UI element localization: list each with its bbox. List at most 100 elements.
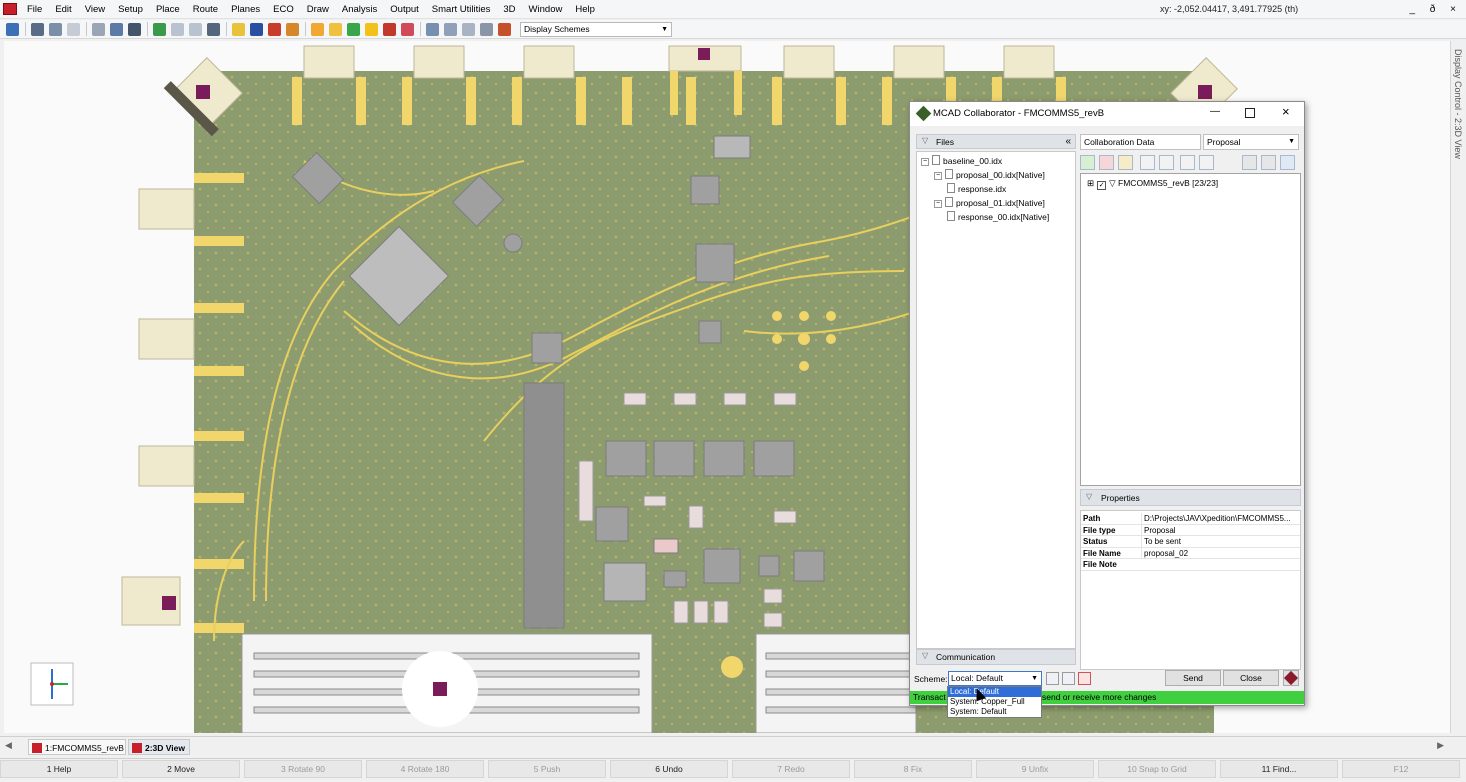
fkey-button[interactable]: 8 Fix [854,760,972,778]
zoom-icon[interactable] [426,23,439,36]
group-icon[interactable] [311,23,324,36]
communication-panel-header[interactable]: ▽ Communication [916,649,1076,665]
file-tree-item[interactable]: −baseline_00.idx [921,155,1002,168]
search-icon[interactable] [1046,672,1059,685]
menu-route[interactable]: Route [187,0,225,19]
menu-draw[interactable]: Draw [301,0,336,19]
maximize-button[interactable] [1245,108,1255,118]
properties-icon[interactable] [480,23,493,36]
property-row[interactable]: PathD:\Projects\JAV\Xpedition\FMCOMMS5..… [1081,513,1300,525]
no-route-icon[interactable] [268,23,281,36]
fkey-button[interactable]: 3 Rotate 90 [244,760,362,778]
menu-output[interactable]: Output [384,0,426,19]
menu-file[interactable]: File [21,0,49,19]
files-panel-header[interactable]: ▽ Files « [916,134,1076,149]
modify-icon[interactable] [1118,155,1133,170]
save-icon[interactable] [6,23,19,36]
menu-3d[interactable]: 3D [497,0,522,19]
filter-icon[interactable] [1261,155,1276,170]
file-tree-item[interactable]: response_00.idx[Native] [947,211,1049,224]
property-row[interactable]: StatusTo be sent [1081,536,1300,548]
collaboration-data-select[interactable]: Collaboration Data [1080,134,1201,150]
route-icon[interactable] [110,23,123,36]
save-scheme-icon[interactable] [1062,672,1075,685]
redo-icon[interactable] [67,23,80,36]
tab-3d-view[interactable]: 2:3D View [128,739,190,755]
checkbox[interactable]: ✓ [1097,181,1106,190]
highlight-icon[interactable] [1159,155,1174,170]
refresh-icon[interactable] [1280,155,1295,170]
menu-setup[interactable]: Setup [112,0,150,19]
fkey-button[interactable]: 7 Redo [732,760,850,778]
property-row[interactable]: File Note [1081,559,1300,571]
menu-edit[interactable]: Edit [49,0,78,19]
add-icon[interactable] [1080,155,1095,170]
tree-collapse-icon[interactable] [1199,155,1214,170]
tree-expand-icon[interactable] [1180,155,1195,170]
fkey-button[interactable]: 4 Rotate 180 [366,760,484,778]
menu-smart-utilities[interactable]: Smart Utilities [426,0,498,19]
scheme-option[interactable]: System: Copper_Full [948,697,1041,707]
scheme-option[interactable]: System: Default [948,707,1041,717]
print-icon[interactable] [444,23,457,36]
minimize-button[interactable]: — [1210,106,1220,117]
select-icon[interactable] [232,23,245,36]
delete-icon[interactable] [1099,155,1114,170]
file-tree-item[interactable]: −proposal_01.idx[Native] [934,197,1045,210]
menu-help[interactable]: Help [569,0,602,19]
menu-window[interactable]: Window [523,0,570,19]
property-row[interactable]: File typeProposal [1081,525,1300,537]
menu-planes[interactable]: Planes [225,0,267,19]
sketch-icon[interactable] [329,23,342,36]
rule-icon[interactable] [383,23,396,36]
property-row[interactable]: File Nameproposal_02 [1081,548,1300,560]
fkey-button[interactable]: 11 Find... [1220,760,1338,778]
properties-panel-header[interactable]: ▽ Properties [1080,489,1301,506]
expand-icon[interactable]: ⊞ [1087,178,1094,188]
select-icon[interactable] [1140,155,1155,170]
fkey-button[interactable]: 1 Help [0,760,118,778]
collapse-icon[interactable]: − [934,200,942,208]
collapse-icon[interactable]: − [921,158,929,166]
check-icon[interactable] [401,23,414,36]
scroll-left-icon[interactable]: ◀ [5,740,12,751]
tab-fmcomms5[interactable]: 1:FMCOMMS5_revB [28,739,126,755]
collapse-panel-icon[interactable]: « [1065,135,1071,148]
fkey-button[interactable]: 10 Snap to Grid [1098,760,1216,778]
menu-view[interactable]: View [79,0,112,19]
window-controls[interactable]: _ ð × [1409,0,1462,19]
fkey-button[interactable]: 6 Undo [610,760,728,778]
scroll-right-icon[interactable]: ▶ [1437,740,1444,751]
tune-icon[interactable] [286,23,299,36]
display-control-strip[interactable]: Display Control - 2:3D View [1450,41,1466,733]
menu-place[interactable]: Place [150,0,187,19]
scheme-option[interactable]: Local: Default [948,687,1041,697]
board-icon[interactable] [153,23,166,36]
file-tree-item[interactable]: response.idx [947,183,1006,196]
help-button[interactable] [1283,670,1299,686]
highlight-icon[interactable] [498,23,511,36]
fkey-button[interactable]: 9 Unfix [976,760,1094,778]
undo-icon[interactable] [49,23,62,36]
warning-icon[interactable] [365,23,378,36]
send-button[interactable]: Send [1165,670,1221,686]
file-tree-item[interactable]: −proposal_00.idx[Native] [934,169,1045,182]
drc-icon[interactable] [347,23,360,36]
display-icon[interactable] [462,23,475,36]
proposal-select[interactable]: Proposal ▼ [1203,134,1299,150]
fkey-button[interactable]: 2 Move [122,760,240,778]
fkey-button[interactable]: 5 Push [488,760,606,778]
menu-analysis[interactable]: Analysis [336,0,384,19]
display-schemes-select[interactable]: Display Schemes ▼ [520,22,672,37]
menu-eco[interactable]: ECO [267,0,301,19]
component-icon[interactable] [1242,155,1257,170]
collapse-icon[interactable]: − [934,172,942,180]
copy-icon[interactable] [171,23,184,36]
close-button[interactable]: Close [1223,670,1279,686]
collab-tree-root[interactable]: ⊞✓▽ FMCOMMS5_revB [23/23] [1087,177,1218,190]
fanout-icon[interactable] [128,23,141,36]
paste-icon[interactable] [189,23,202,36]
delete-scheme-icon[interactable] [1078,672,1091,685]
fkey-button[interactable]: F12 [1342,760,1460,778]
place-icon[interactable] [250,23,263,36]
